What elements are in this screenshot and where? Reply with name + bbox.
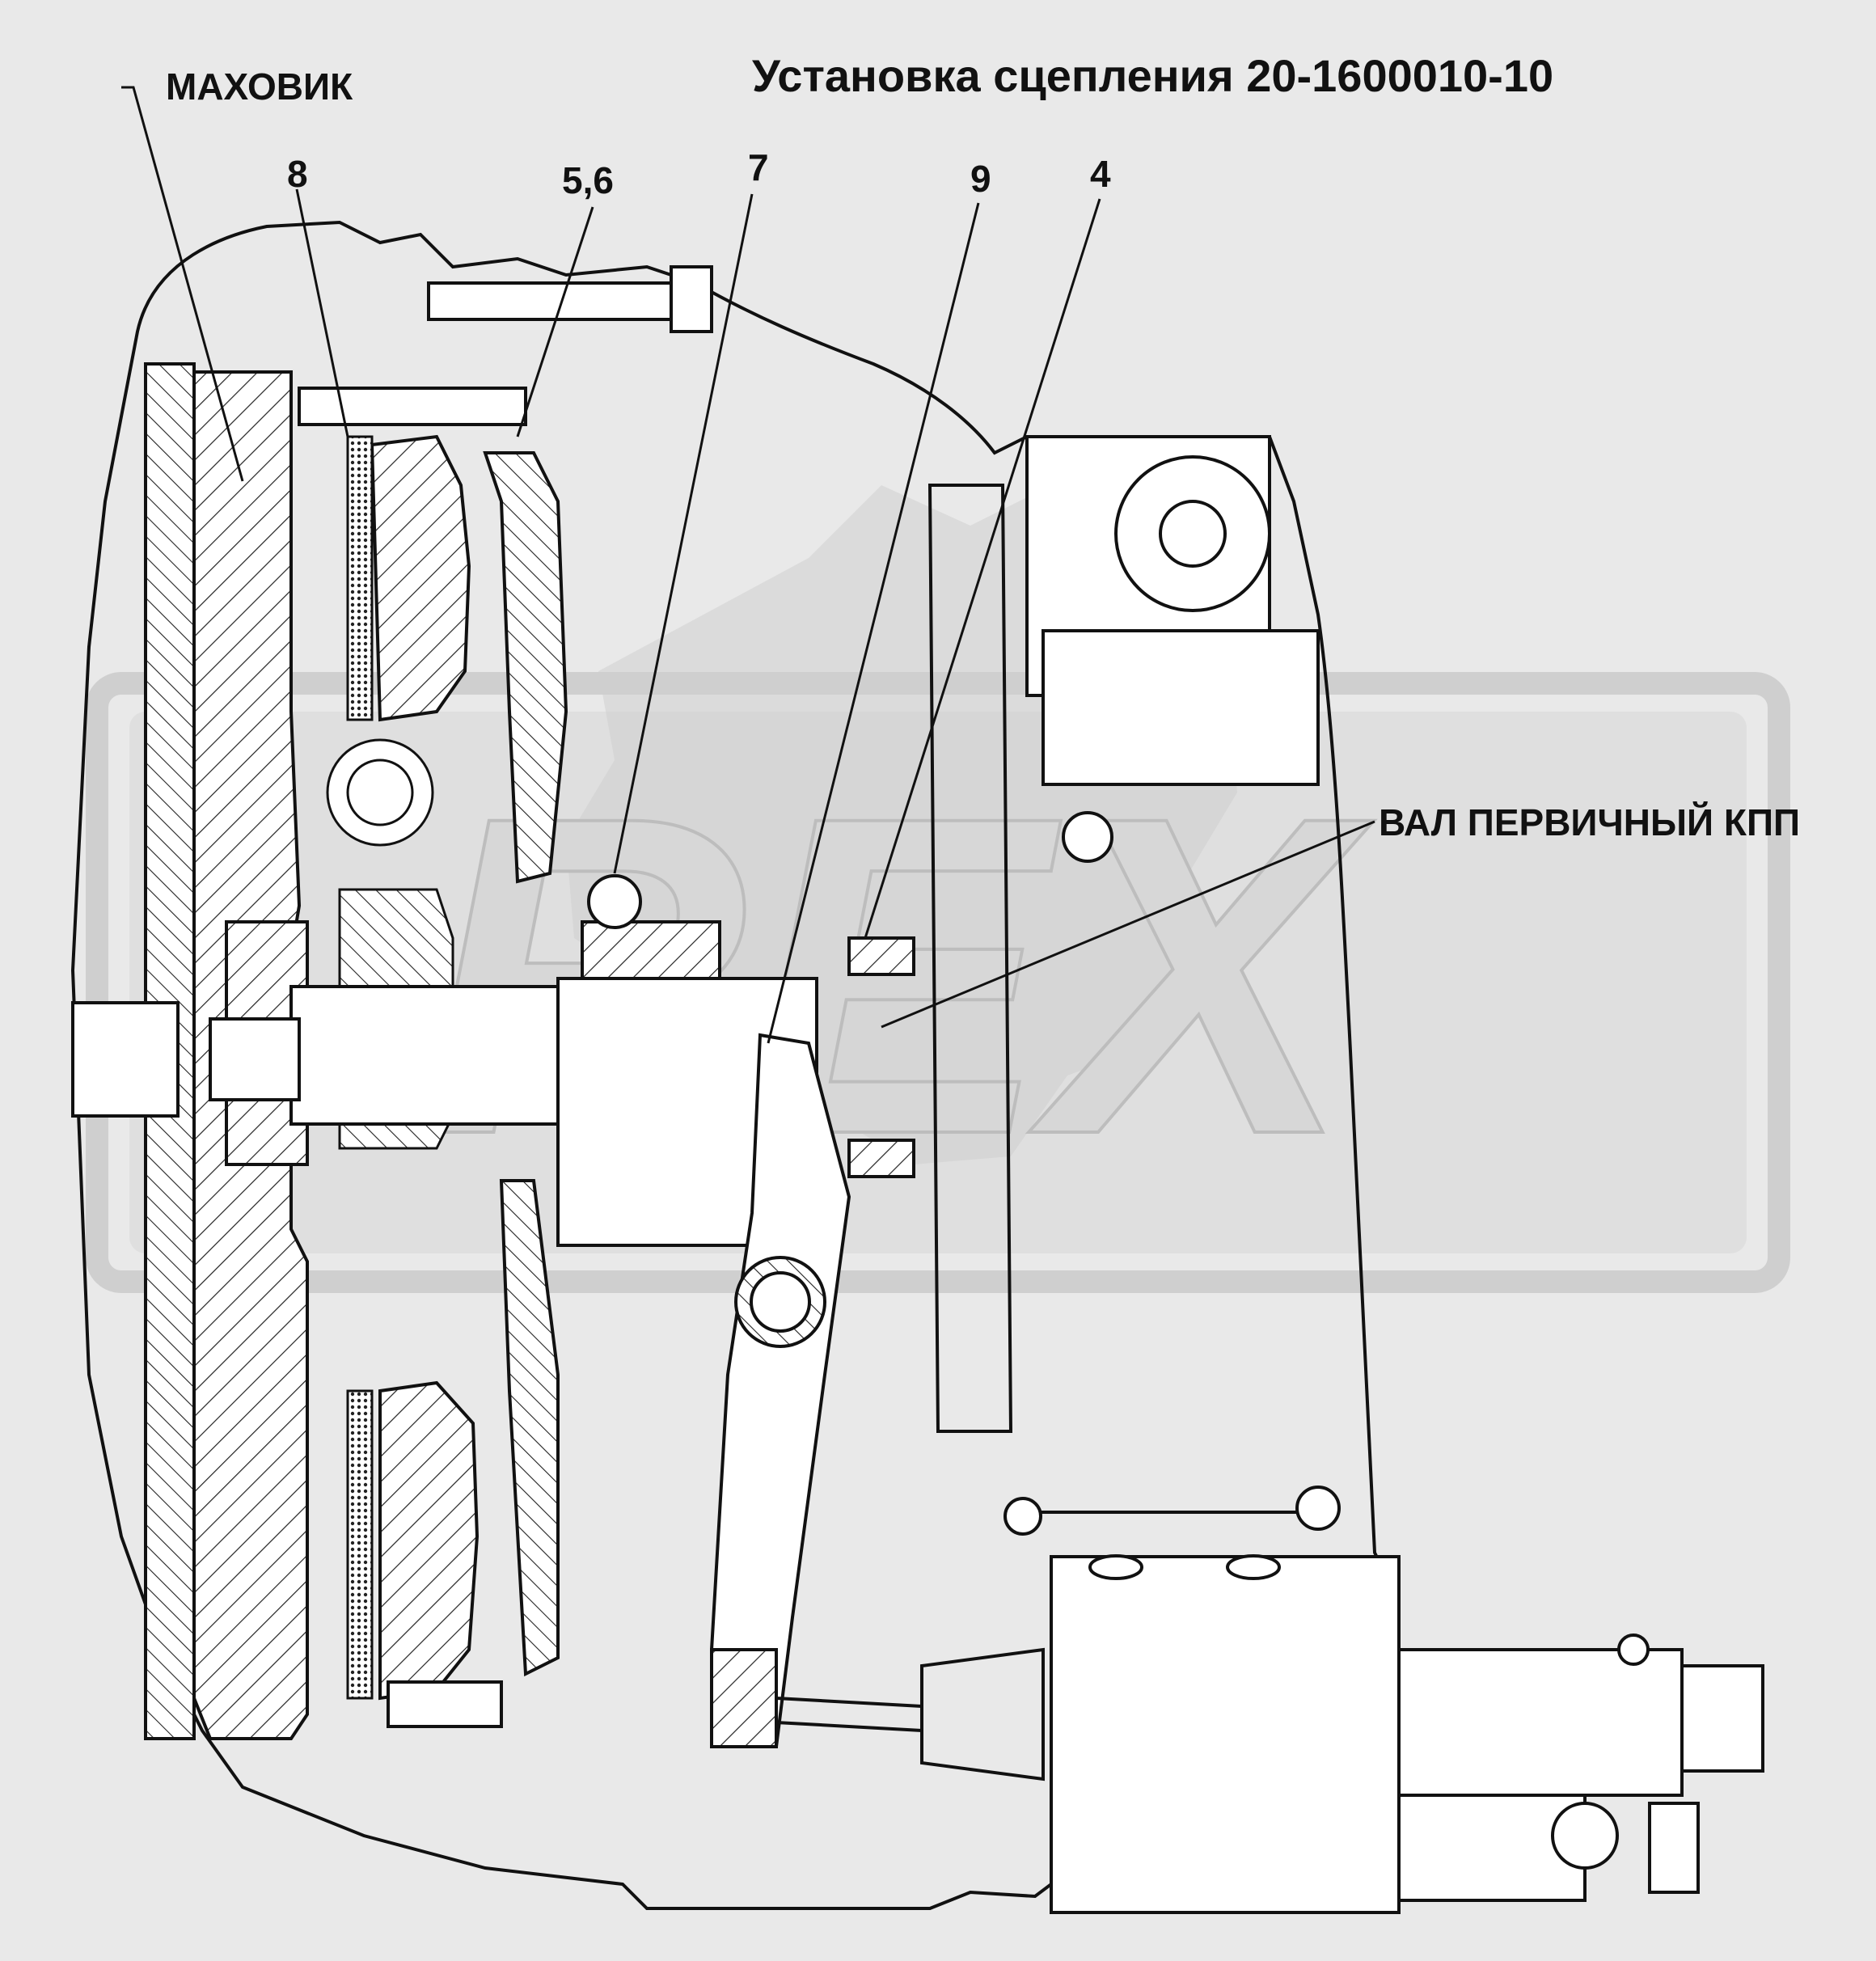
- label-item-7: 7: [748, 146, 769, 188]
- gearbox-link-pin-left: [1003, 1497, 1042, 1536]
- release-fork-end: [710, 1648, 778, 1748]
- servo-end-cap: [1680, 1664, 1764, 1773]
- gearbox-cover: [1042, 629, 1320, 786]
- gearbox-bore-inner: [1159, 500, 1227, 568]
- servo-bolt-1: [1088, 1554, 1143, 1580]
- housing-bolt-head: [670, 265, 713, 333]
- release-bearing-housing: [581, 920, 721, 980]
- leader-9: [767, 202, 980, 1044]
- housing-bolt-shank: [427, 281, 673, 321]
- clutch-housing: [70, 220, 1393, 1910]
- servo-fitting: [1648, 1802, 1700, 1894]
- label-item-5-6: 5,6: [562, 159, 614, 201]
- cover-lower: [499, 1179, 560, 1677]
- servo-bolt-top: [1617, 1633, 1650, 1666]
- release-bearing-ball: [587, 874, 642, 929]
- gearbox-boss: [1062, 811, 1113, 863]
- leader-5-6: [516, 206, 594, 437]
- pilot-bearing: [71, 1001, 180, 1118]
- gearbox-case: [927, 435, 1341, 1536]
- label-input-shaft: ВАЛ ПЕРВИЧНЫЙ КПП: [1379, 801, 1801, 843]
- label-item-8: 8: [287, 153, 308, 195]
- leader-4: [864, 198, 1101, 939]
- input-shaft-spigot: [209, 1017, 301, 1101]
- label-flywheel: МАХОВИК: [166, 66, 353, 108]
- leader-input-shaft: [881, 820, 1375, 1029]
- servo-pushrod: [775, 1697, 923, 1708]
- housing-bolt: [427, 265, 713, 333]
- cover-bolt-upper: [298, 387, 527, 426]
- release-fork: [709, 1033, 851, 1748]
- gearbox-rib: [927, 484, 1013, 1433]
- bearing-seal-upper: [847, 936, 915, 976]
- friction-lining-upper: [346, 435, 374, 721]
- servo-lower-block: [1397, 1794, 1587, 1902]
- pressure-plate-upper: [370, 434, 471, 722]
- servo-cylinder: [1397, 1648, 1684, 1797]
- gearbox-link-pin-right: [1295, 1486, 1341, 1531]
- clutch-servo: [775, 1554, 1764, 1914]
- leader-flywheel: [121, 86, 244, 482]
- servo-port: [1551, 1802, 1619, 1870]
- damper-spring-inner: [346, 759, 414, 826]
- pressure-plate: [370, 434, 480, 1701]
- servo-body: [1050, 1555, 1401, 1914]
- clutch-cover: [298, 387, 568, 1728]
- cover-bolt-lower: [387, 1680, 503, 1728]
- friction-lining-lower: [346, 1389, 374, 1700]
- servo-boot: [920, 1647, 1045, 1781]
- label-item-9: 9: [970, 158, 991, 200]
- cover-upper: [483, 451, 568, 884]
- release-fork-pivot-hole: [750, 1271, 811, 1333]
- housing-outline: [70, 220, 1393, 1910]
- servo-bolt-2: [1226, 1554, 1281, 1580]
- leader-lines: [121, 86, 1375, 1044]
- diagram-title: Установка сцепления 20-1600010-10: [752, 50, 1554, 101]
- pressure-plate-lower: [378, 1380, 480, 1701]
- servo-pushrod-lower: [775, 1721, 923, 1732]
- bearing-seal-lower: [847, 1139, 915, 1178]
- label-item-4: 4: [1090, 153, 1111, 195]
- release-bearing: [581, 874, 915, 1178]
- leader-8: [295, 188, 349, 437]
- input-shaft-body: [289, 985, 560, 1126]
- leader-7: [613, 193, 754, 874]
